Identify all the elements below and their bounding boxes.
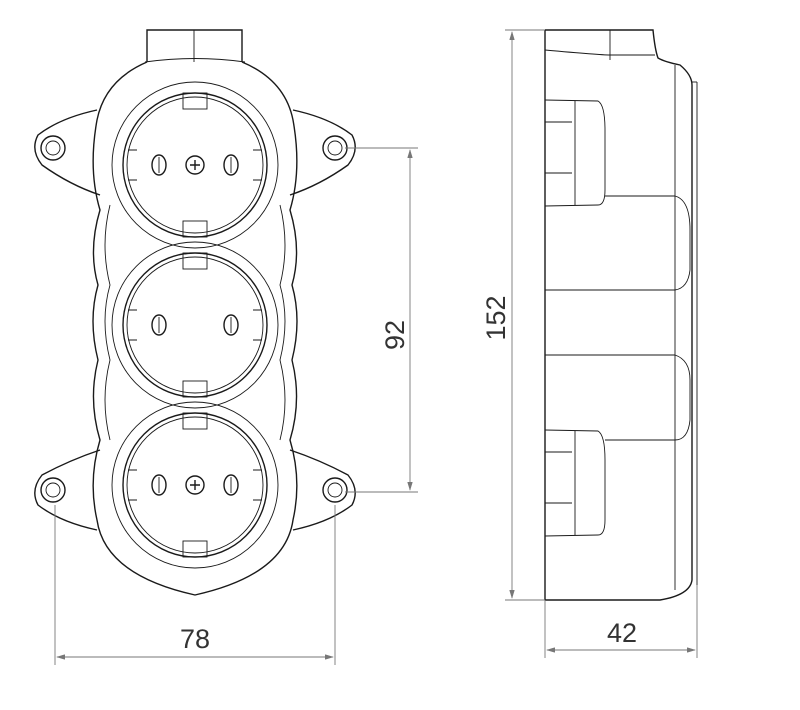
- mounting-ear-top-left: [34, 109, 101, 196]
- earth-clip-icon: [182, 380, 208, 398]
- earth-clip-icon: [182, 412, 208, 430]
- mounting-ear-bottom-right: [289, 449, 356, 531]
- dimension-socket-spacing: 92: [345, 147, 418, 493]
- dimension-height: 152: [481, 29, 545, 601]
- side-view: [544, 29, 698, 601]
- earth-clip-icon: [182, 540, 208, 558]
- side-plug-insert-top: [544, 99, 606, 207]
- front-view: [34, 29, 356, 596]
- sockets: [111, 81, 279, 569]
- pin-hole-icon: [223, 474, 239, 496]
- center-screw-icon: [185, 475, 205, 495]
- earth-clip-icon: [182, 220, 208, 238]
- top-cable-entry: [144, 29, 246, 63]
- pin-hole-icon: [151, 474, 167, 496]
- dimension-label-78: 78: [180, 624, 210, 654]
- pin-hole-icon: [151, 314, 167, 336]
- pin-hole-icon: [151, 154, 167, 176]
- housing-outline: [92, 61, 298, 596]
- side-plug-insert-bottom: [544, 429, 606, 537]
- dimension-width: 78: [54, 505, 336, 665]
- mounting-ear-top-right: [289, 109, 356, 196]
- dimension-depth: 42: [544, 585, 698, 658]
- pin-hole-icon: [223, 314, 239, 336]
- socket-1: [111, 81, 279, 249]
- dimension-label-152: 152: [481, 295, 511, 340]
- earth-clip-icon: [182, 252, 208, 270]
- earth-clip-icon: [182, 92, 208, 110]
- socket-2: [111, 241, 279, 409]
- center-screw-icon: [185, 155, 205, 175]
- socket-3: [111, 401, 279, 569]
- dimension-label-92: 92: [380, 320, 410, 350]
- mounting-ear-bottom-left: [34, 449, 101, 531]
- dimension-label-42: 42: [607, 618, 637, 648]
- pin-hole-icon: [223, 154, 239, 176]
